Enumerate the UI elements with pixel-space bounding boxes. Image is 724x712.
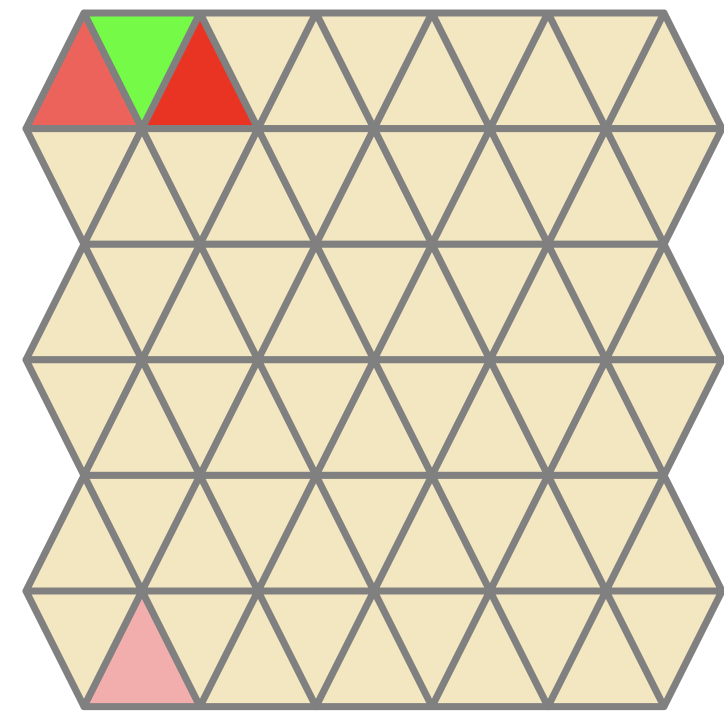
triangle-cell[interactable] (602, 587, 724, 711)
triangle-cell[interactable] (602, 125, 724, 248)
triangle-cell[interactable] (602, 356, 724, 479)
